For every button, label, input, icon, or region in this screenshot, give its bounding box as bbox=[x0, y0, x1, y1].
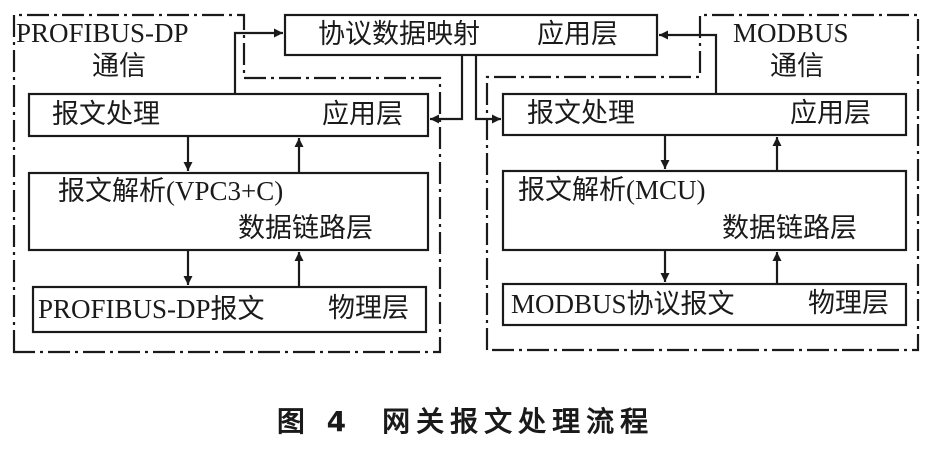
profibus-datalink-layer-name: 数据链路层 bbox=[238, 213, 373, 244]
mapping-box-label: 协议数据映射 bbox=[318, 19, 480, 50]
profibus-datalink-label: 报文解析(VPC3+C) bbox=[58, 176, 284, 206]
protocol-mapping-box bbox=[283, 13, 659, 57]
profibus-app-layer-name: 应用层 bbox=[322, 99, 403, 130]
profibus-datalink-layer-box bbox=[27, 171, 430, 252]
modbus-app-layer-name: 应用层 bbox=[790, 98, 871, 129]
modbus-group-subtitle: 通信 bbox=[770, 51, 824, 82]
profibus-group-title: PROFIBUS-DP bbox=[16, 18, 189, 48]
profibus-physical-layer-name: 物理层 bbox=[328, 293, 409, 324]
mapping-box-layer: 应用层 bbox=[537, 19, 618, 50]
modbus-physical-layer-box bbox=[501, 282, 908, 327]
modbus-group-title: MODBUS bbox=[733, 18, 849, 48]
arrow-mapping-to-modbus bbox=[474, 55, 501, 124]
figure-title: 网关报文处理流程 bbox=[382, 405, 655, 438]
modbus-physical-label: MODBUS协议报文 bbox=[511, 289, 735, 319]
profibus-physical-layer-box bbox=[31, 285, 428, 334]
figure-number: 图 4 bbox=[276, 405, 353, 438]
modbus-datalink-label: 报文解析(MCU) bbox=[518, 175, 706, 205]
profibus-group-boundary bbox=[12, 13, 442, 354]
modbus-app-label: 报文处理 bbox=[527, 98, 635, 129]
arrow-mapping-to-profibus bbox=[430, 55, 464, 124]
profibus-physical-label: PROFIBUS-DP报文 bbox=[38, 294, 265, 324]
modbus-datalink-layer-box bbox=[501, 169, 908, 252]
figure-caption: 图 4 网关报文处理流程 bbox=[0, 400, 931, 440]
profibus-app-layer-box bbox=[27, 92, 430, 138]
modbus-app-layer-box bbox=[501, 92, 908, 137]
arrow-modbus-to-mapping bbox=[659, 30, 718, 94]
modbus-datalink-layer-name: 数据链路层 bbox=[722, 213, 857, 244]
arrow-profibus-to-mapping bbox=[233, 28, 283, 94]
modbus-physical-layer-name: 物理层 bbox=[808, 288, 889, 319]
profibus-app-label: 报文处理 bbox=[52, 99, 160, 130]
modbus-group-boundary bbox=[485, 13, 920, 352]
profibus-group-subtitle: 通信 bbox=[92, 51, 146, 82]
